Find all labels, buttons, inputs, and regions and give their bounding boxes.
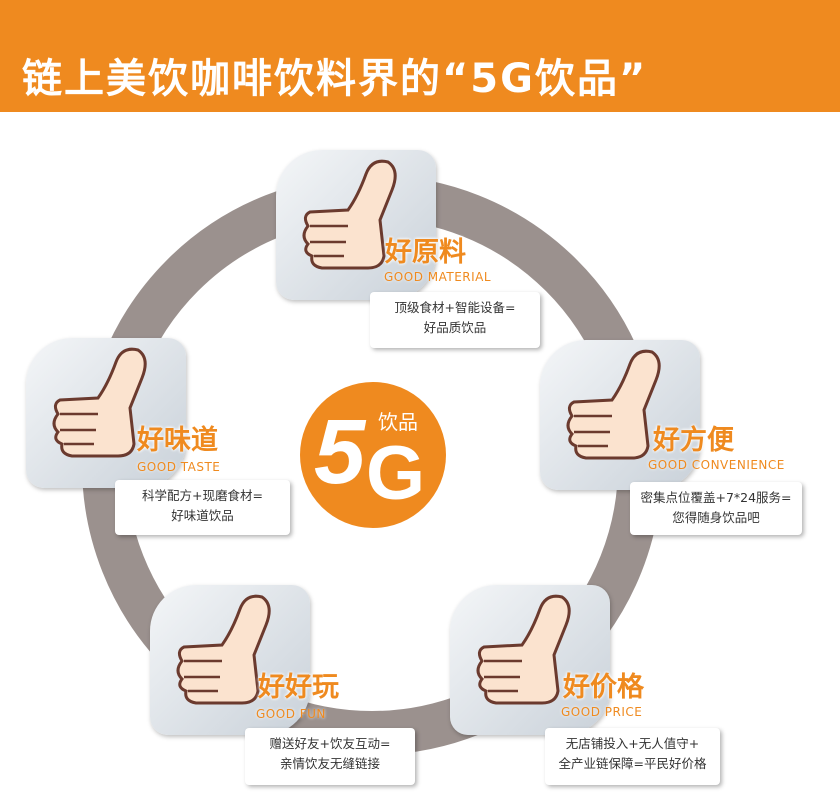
- description-line2: 亲情饮友无缝链接: [279, 756, 380, 771]
- logo-five: 5: [314, 401, 366, 503]
- title-material: 好原料: [385, 237, 466, 268]
- description-line2: 您得随身饮品吧: [672, 510, 760, 525]
- card-convenience: [540, 340, 700, 490]
- description-line1: 赠送好友+饮友互动=: [269, 736, 391, 751]
- subtitle-price: GOOD PRICE: [561, 705, 643, 719]
- subtitle-fun: GOOD FUN: [256, 707, 326, 721]
- title-convenience: 好方便: [653, 425, 734, 456]
- logo-g: G: [366, 431, 426, 516]
- description-line1: 无店铺投入+无人值守+: [565, 736, 700, 751]
- header-banner: 链上美饮咖啡饮料界的“5G饮品”: [0, 0, 840, 112]
- description-price: 无店铺投入+无人值守+ 全产业链保障=平民好价格: [545, 728, 720, 785]
- logo-label: 饮品: [378, 410, 418, 434]
- 5g-logo-badge: 5 G 饮品: [300, 382, 446, 528]
- title-price: 好价格: [563, 672, 644, 703]
- card-taste: [26, 338, 186, 488]
- subtitle-taste: GOOD TASTE: [137, 460, 221, 474]
- card-material: [276, 150, 436, 300]
- subtitle-material: GOOD MATERIAL: [384, 270, 492, 284]
- page-title: 链上美饮咖啡饮料界的“5G饮品”: [22, 56, 648, 102]
- description-line2: 好品质饮品: [423, 320, 487, 335]
- description-line2: 全产业链保障=平民好价格: [558, 756, 707, 771]
- title-taste: 好味道: [137, 425, 218, 456]
- subtitle-convenience: GOOD CONVENIENCE: [648, 458, 785, 472]
- description-line1: 顶级食材+智能设备=: [394, 300, 516, 315]
- card-price: [450, 585, 610, 735]
- description-line1: 科学配方+现磨食材=: [142, 488, 263, 503]
- title-fun: 好好玩: [258, 672, 339, 703]
- description-line2: 好味道饮品: [171, 508, 234, 523]
- card-fun: [150, 585, 310, 735]
- description-material: 顶级食材+智能设备= 好品质饮品: [370, 292, 540, 348]
- description-convenience: 密集点位覆盖+7*24服务= 您得随身饮品吧: [630, 482, 802, 535]
- description-line1: 密集点位覆盖+7*24服务=: [640, 490, 792, 505]
- description-fun: 赠送好友+饮友互动= 亲情饮友无缝链接: [245, 728, 415, 785]
- description-taste: 科学配方+现磨食材= 好味道饮品: [115, 480, 290, 535]
